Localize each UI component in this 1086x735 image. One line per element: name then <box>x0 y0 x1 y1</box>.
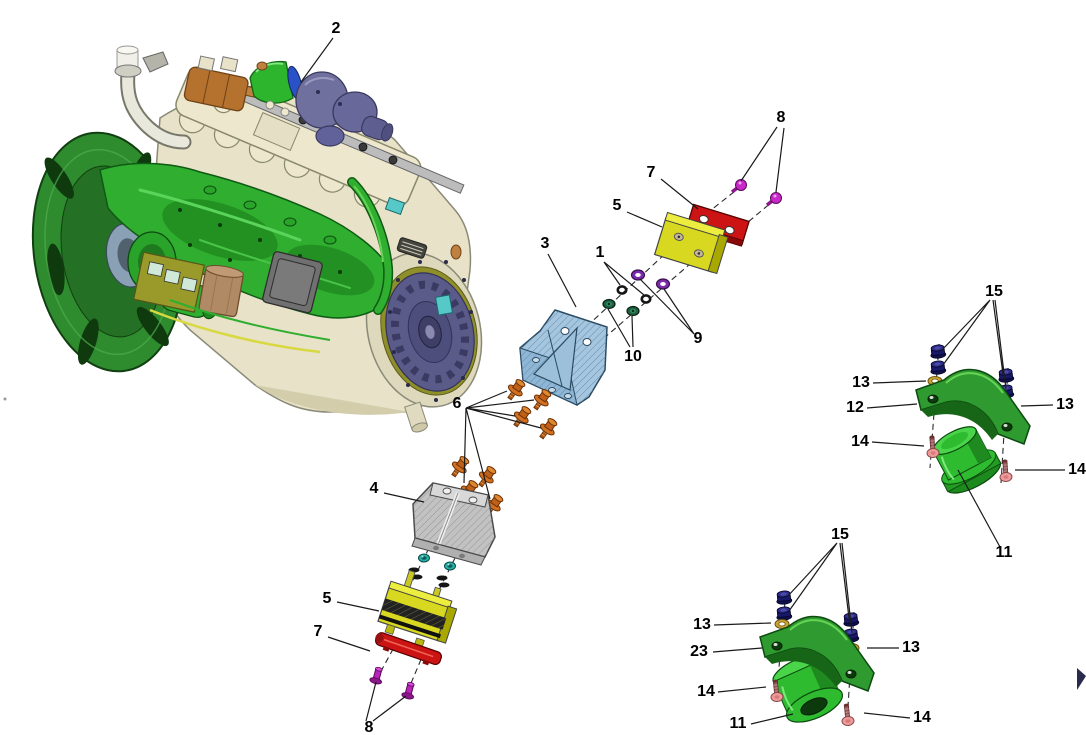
callout-9: 9 <box>694 330 703 347</box>
callout-5-upper: 5 <box>613 197 622 214</box>
bolts-magenta-8-lower <box>368 665 418 701</box>
mount-pad-yellow-lower <box>377 569 458 649</box>
callout-6: 6 <box>453 395 462 412</box>
callout-10: 10 <box>624 348 642 365</box>
bracket-gray-4 <box>411 482 496 566</box>
ecu-box <box>262 251 323 314</box>
callout-1: 1 <box>596 244 605 261</box>
callout-13-right-left: 13 <box>852 374 870 391</box>
turbocharger <box>249 60 394 147</box>
callout-14-right-left: 14 <box>851 433 869 450</box>
callout-2: 2 <box>332 20 341 37</box>
callout-15-right: 15 <box>985 283 1003 300</box>
retainer-bar-red-lower <box>374 632 442 666</box>
callout-23: 23 <box>690 643 708 660</box>
callout-14-bottom-left: 14 <box>697 683 715 700</box>
intake-manifold-copper <box>183 55 260 112</box>
callout-7-upper: 7 <box>647 164 656 181</box>
clutch-assembly <box>365 252 483 433</box>
engine-mount-assembly-bottom <box>759 589 875 727</box>
callout-3: 3 <box>541 235 550 252</box>
callout-14-right-right: 14 <box>1068 461 1086 478</box>
callout-13-bottom-right: 13 <box>902 639 920 656</box>
callout-labels: 2 8 7 5 3 1 9 10 6 4 5 7 8 15 13 13 12 1… <box>314 20 1086 735</box>
edge-arrow-icon <box>1077 668 1086 690</box>
callout-14-bottom-right: 14 <box>913 709 931 726</box>
washers-black-stack <box>408 567 450 588</box>
bolts-magenta-8-upper <box>730 177 784 207</box>
callout-12: 12 <box>846 399 864 416</box>
engine-mount-assembly-right <box>915 343 1031 494</box>
engine-assembly <box>31 45 483 433</box>
callout-8-upper: 8 <box>777 109 786 126</box>
engine-accents <box>149 100 462 354</box>
callout-11-bottom: 11 <box>730 715 747 732</box>
side-cover-olive <box>132 251 206 313</box>
oil-filter-canister <box>198 265 244 318</box>
bracket-blue-3 <box>519 309 608 406</box>
callout-15-bottom: 15 <box>831 526 849 543</box>
stray-dot <box>3 397 7 401</box>
nuts-green-10 <box>602 298 640 317</box>
callout-11-right: 11 <box>996 544 1013 561</box>
callout-7-lower: 7 <box>314 623 323 640</box>
exhaust-elbow <box>114 45 192 150</box>
callout-8-lower: 8 <box>365 719 374 735</box>
washers-black-1 <box>616 285 652 304</box>
cushion-11-right <box>932 426 1002 494</box>
washers-purple-9 <box>630 269 671 290</box>
callout-13-bottom-left: 13 <box>693 616 711 633</box>
callout-4: 4 <box>370 480 379 497</box>
callout-5-lower: 5 <box>323 590 332 607</box>
leader-lines <box>300 37 1065 725</box>
mount-pad-yellow-upper <box>653 211 729 275</box>
callout-13-right-right: 13 <box>1056 396 1074 413</box>
